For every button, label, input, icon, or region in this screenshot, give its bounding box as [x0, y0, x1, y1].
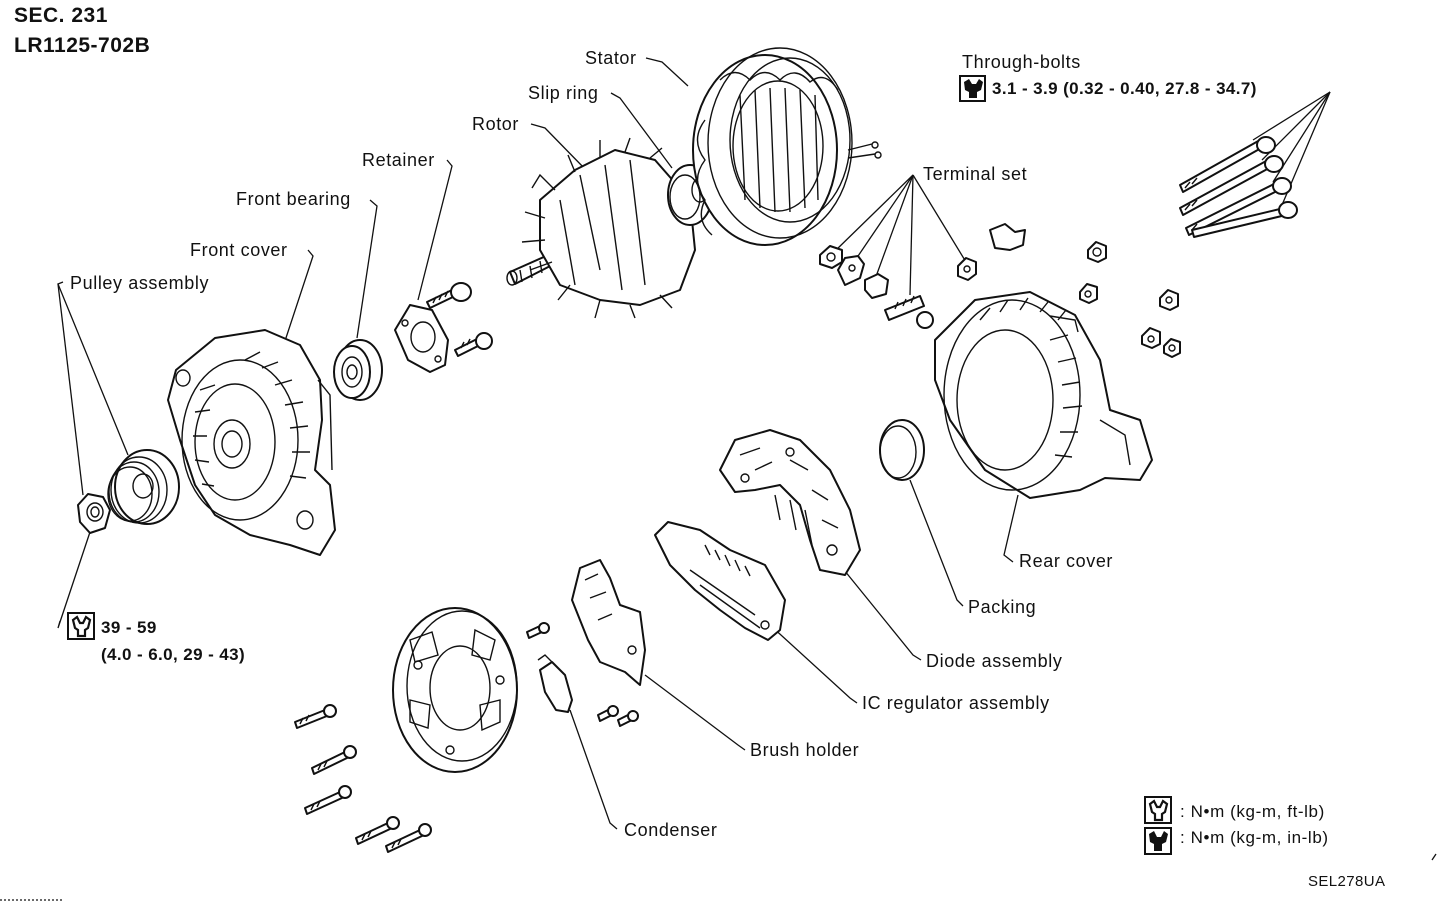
rotor: [506, 137, 713, 319]
label-stator: Stator: [585, 48, 637, 68]
leader-lines: [57, 57, 1331, 830]
retainer-screw: [426, 282, 472, 309]
torque-wrench-open-icon: [67, 612, 95, 640]
through-bolts: [1179, 136, 1298, 238]
label-rotor: Rotor: [472, 114, 519, 134]
label-condenser: Condenser: [624, 820, 717, 840]
rear-cover: [934, 291, 1153, 499]
label-diode-assembly: Diode assembly: [926, 651, 1062, 671]
retainer: [394, 304, 449, 373]
label-front-bearing: Front bearing: [236, 189, 351, 209]
label-terminal-set: Terminal set: [923, 164, 1027, 184]
label-pulley-assembly: Pulley assembly: [70, 273, 209, 293]
legend-open-wrench-units: : N•m (kg-m, ft-lb): [1180, 802, 1325, 821]
torque-wrench-filled-icon: [1144, 827, 1172, 855]
label-front-cover: Front cover: [190, 240, 288, 260]
label-through-bolts: Through-bolts: [962, 52, 1081, 72]
label-retainer: Retainer: [362, 150, 435, 170]
model-number: LR1125-702B: [14, 34, 151, 57]
rear-nuts: [1079, 241, 1181, 358]
packing: [879, 419, 925, 481]
small-screws: [526, 622, 639, 727]
torque-wrench-filled-icon: [959, 75, 986, 102]
label-slip-ring: Slip ring: [528, 83, 598, 103]
section-number: SEC. 231: [14, 4, 108, 27]
label-packing: Packing: [968, 597, 1036, 617]
figure-code: SEL278UA: [1308, 873, 1385, 890]
legend: : N•m (kg-m, ft-lb) : N•m (kg-m, in-lb): [1144, 796, 1329, 855]
brush-holder: [571, 559, 646, 686]
label-rear-cover: Rear cover: [1019, 551, 1113, 571]
stator: [692, 47, 882, 246]
torque-pulley-value: 39 - 59: [101, 618, 157, 637]
front-bearing: [333, 339, 383, 401]
pulley-nut: [77, 493, 111, 534]
torque-pulley-conversion: (4.0 - 6.0, 29 - 43): [101, 645, 245, 664]
rear-end-cover: [392, 607, 518, 773]
torque-wrench-open-icon: [1144, 796, 1172, 824]
torque-through-bolts: 3.1 - 3.9 (0.32 - 0.40, 27.8 - 34.7): [992, 79, 1257, 98]
cover-screws: [294, 704, 432, 853]
terminal-set: [819, 223, 1026, 329]
diode-assembly: [719, 429, 861, 576]
pulley: [107, 449, 180, 525]
condenser: [537, 654, 573, 713]
retainer-screw: [454, 332, 493, 357]
label-brush-holder: Brush holder: [750, 740, 859, 760]
front-cover: [167, 329, 336, 556]
ic-regulator-assembly: [654, 521, 786, 641]
label-ic-regulator-assembly: IC regulator assembly: [862, 693, 1050, 713]
legend-filled-wrench-units: : N•m (kg-m, in-lb): [1180, 828, 1329, 847]
